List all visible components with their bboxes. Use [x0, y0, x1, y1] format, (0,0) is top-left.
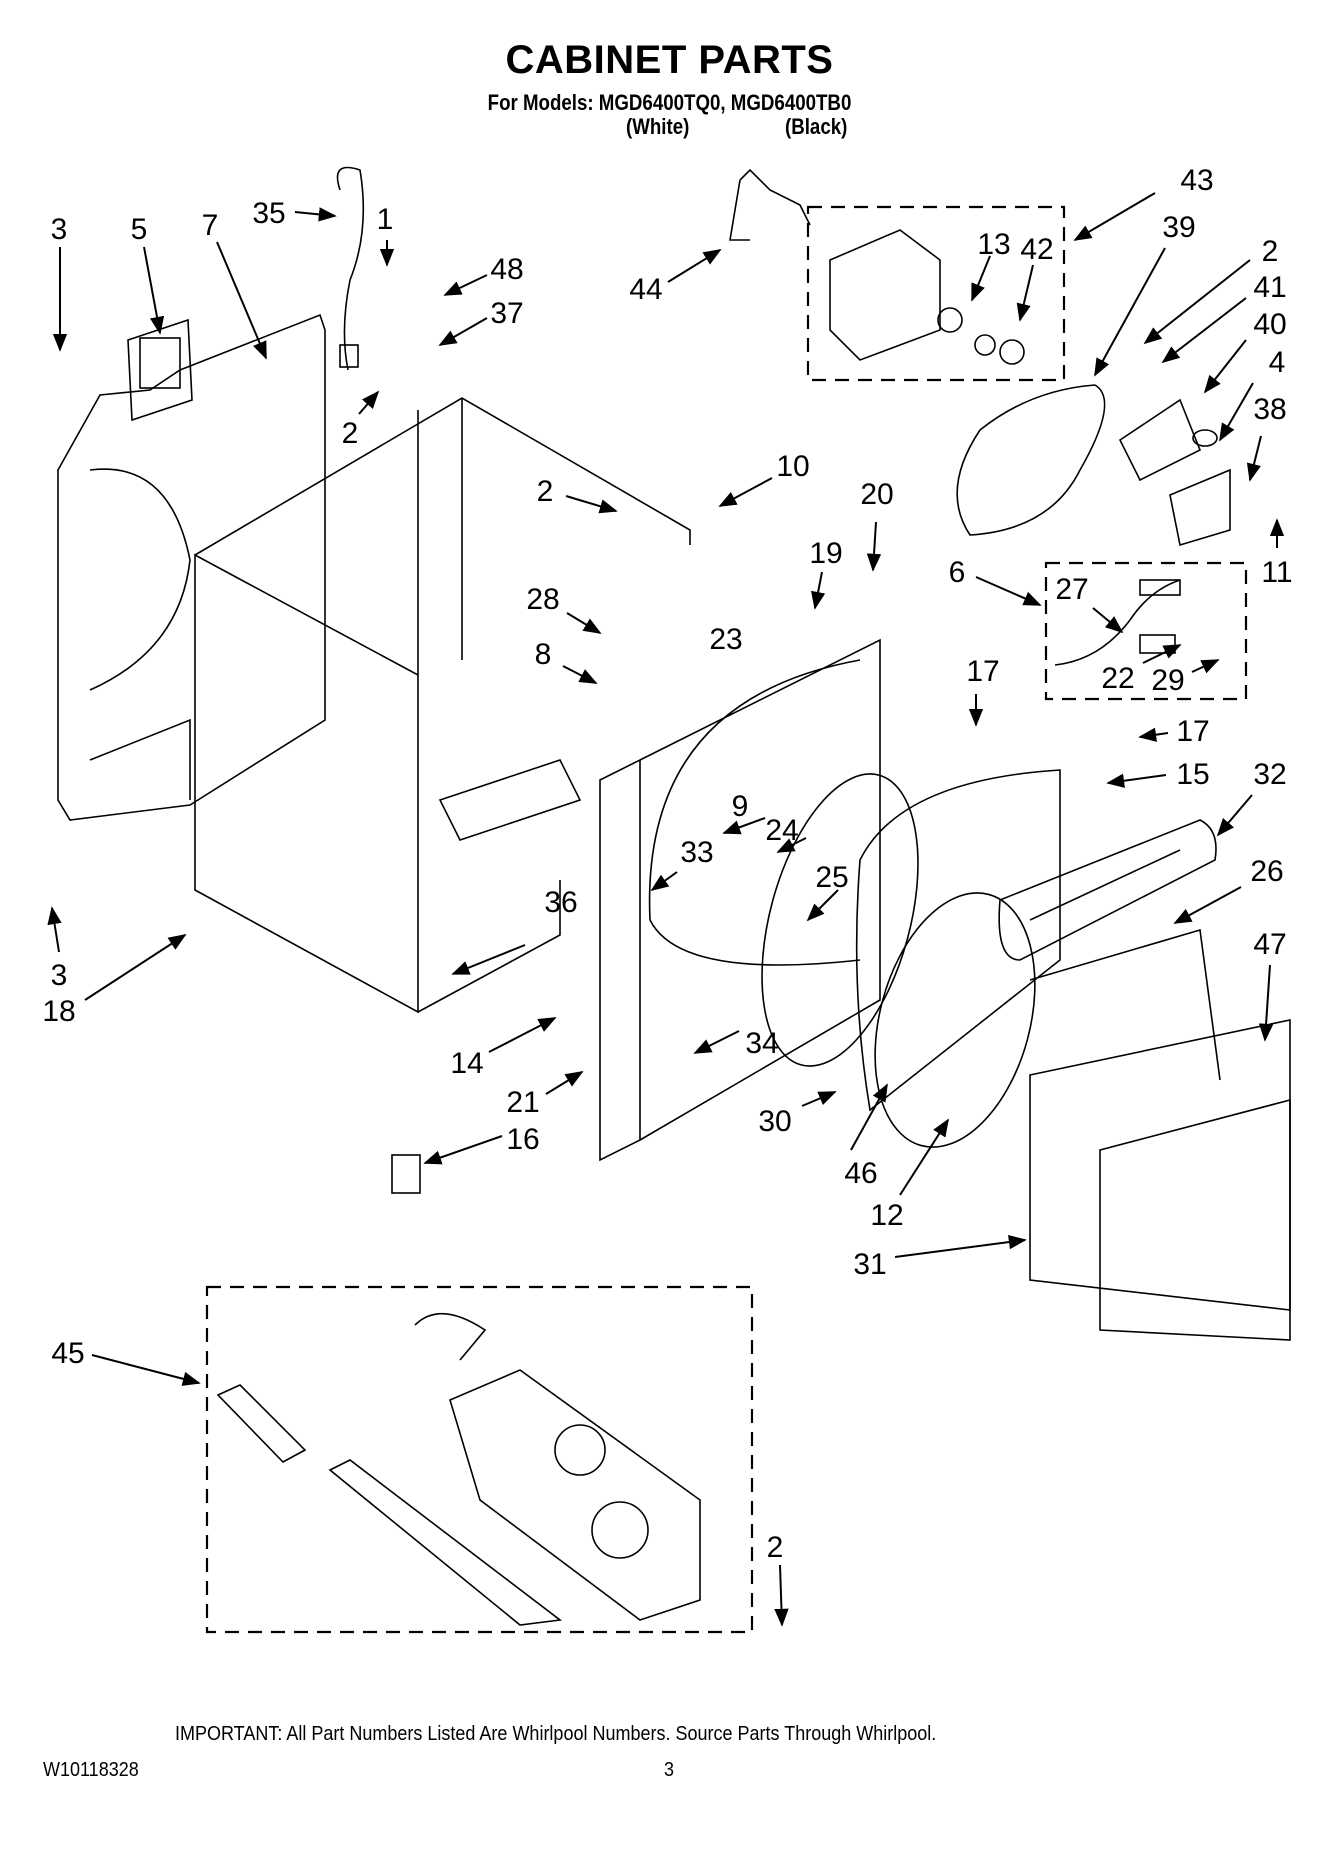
burner-manifold — [328, 1459, 563, 1626]
callout-2: 2 — [537, 475, 554, 508]
callout-18: 18 — [42, 995, 75, 1028]
callout-7: 7 — [202, 209, 219, 242]
power-cord — [336, 166, 365, 371]
callout-5: 5 — [131, 213, 148, 246]
callout-8: 8 — [535, 638, 552, 671]
callout-42: 42 — [1020, 233, 1053, 266]
cabinet — [194, 553, 419, 1014]
callout-21: 21 — [506, 1086, 539, 1119]
callout-12: 12 — [870, 1199, 903, 1232]
callout-2: 2 — [342, 417, 359, 450]
burner-tube — [216, 1384, 307, 1463]
burner-assembly-box — [205, 1285, 754, 1634]
callout-37: 37 — [490, 297, 523, 330]
callout-3: 3 — [51, 213, 68, 246]
callout-23: 23 — [709, 623, 742, 656]
callout-13: 13 — [977, 228, 1010, 261]
front-bulkhead — [855, 769, 1061, 1112]
wire-harness — [1054, 579, 1181, 666]
callout-28: 28 — [526, 583, 559, 616]
callout-26: 26 — [1250, 855, 1283, 888]
callout-32: 32 — [1253, 758, 1286, 791]
callout-14: 14 — [450, 1047, 483, 1080]
callout-38: 38 — [1253, 393, 1286, 426]
callout-2: 2 — [767, 1531, 784, 1564]
callout-44: 44 — [629, 273, 662, 306]
callout-43: 43 — [1180, 164, 1213, 197]
console — [998, 819, 1217, 961]
drive-belt — [956, 384, 1106, 536]
rear-panel — [57, 313, 326, 821]
idler-pulley — [1169, 468, 1231, 547]
callout-20: 20 — [860, 478, 893, 511]
idler-bracket — [1118, 398, 1202, 482]
callout-1: 1 — [377, 203, 394, 236]
callout-27: 27 — [1055, 573, 1088, 606]
callout-41: 41 — [1253, 271, 1286, 304]
callout-11: 11 — [1261, 556, 1292, 589]
callout-2: 2 — [1262, 235, 1279, 268]
door-seal — [761, 773, 919, 1067]
page-title: CABINET PARTS — [505, 38, 834, 82]
callout-15: 15 — [1176, 758, 1209, 791]
motor — [829, 229, 941, 361]
front-frame — [599, 758, 641, 1162]
callout-4: 4 — [1269, 346, 1286, 379]
callout-9: 9 — [732, 790, 749, 823]
callout-17: 17 — [966, 655, 999, 688]
models-line: For Models: MGD6400TQ0, MGD6400TB0 — [487, 90, 852, 115]
doc-number: W10118328 — [43, 1759, 139, 1781]
callout-39: 39 — [1162, 211, 1195, 244]
callout-34: 34 — [745, 1027, 778, 1060]
callout-35: 35 — [252, 197, 285, 230]
callout-17: 17 — [1176, 715, 1209, 748]
callout-25: 25 — [815, 861, 848, 894]
callout-24: 24 — [765, 814, 798, 847]
callout-40: 40 — [1253, 308, 1286, 341]
footer-notice: IMPORTANT: All Part Numbers Listed Are W… — [175, 1723, 937, 1745]
callout-31: 31 — [853, 1248, 886, 1281]
callout-48: 48 — [490, 253, 523, 286]
callout-29: 29 — [1151, 664, 1184, 697]
motor-bracket — [729, 168, 811, 241]
door-outer — [1099, 1098, 1291, 1341]
callout-30: 30 — [758, 1105, 791, 1138]
callout-19: 19 — [809, 537, 842, 570]
gas-valve — [449, 1369, 701, 1621]
callout-46: 46 — [844, 1157, 877, 1190]
callout-33: 33 — [680, 836, 713, 869]
variant-black: (Black) — [785, 114, 848, 139]
leveling-leg — [391, 1154, 421, 1194]
variant-white: (White) — [626, 114, 690, 139]
callout-10: 10 — [776, 450, 809, 483]
callout-6: 6 — [949, 556, 966, 589]
callout-3: 3 — [51, 959, 68, 992]
wire-harness-box — [1044, 561, 1248, 701]
page-number: 3 — [664, 1759, 675, 1781]
door-panel — [1029, 1019, 1291, 1311]
callout-22: 22 — [1101, 662, 1134, 695]
access-cover — [127, 318, 193, 422]
callout-45: 45 — [51, 1337, 84, 1370]
callout-47: 47 — [1253, 928, 1286, 961]
callout-16: 16 — [506, 1123, 539, 1156]
motor-assembly-box — [806, 205, 1066, 382]
callout-36: 36 — [544, 886, 577, 919]
